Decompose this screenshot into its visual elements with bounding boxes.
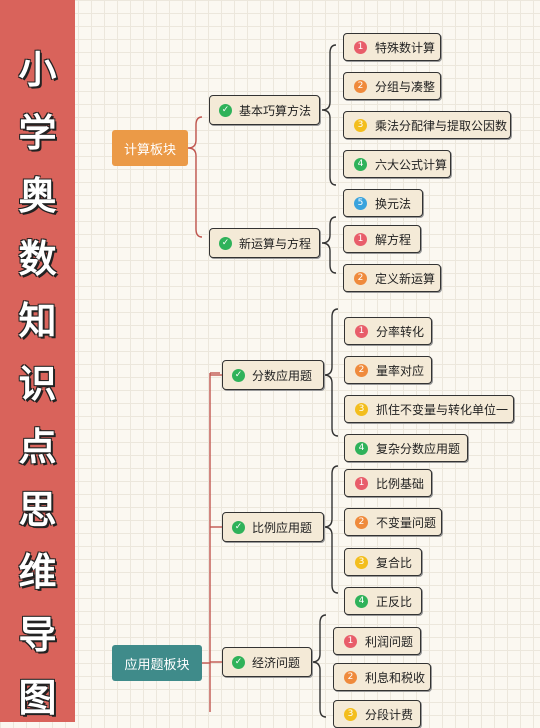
leaf-label: 六大公式计算: [375, 157, 448, 172]
leaf-label: 比例基础: [376, 476, 425, 491]
branch-label: 比例应用题: [252, 520, 313, 535]
number-badge-icon: 3: [355, 402, 368, 416]
leaf-node: 1 利润问题: [333, 627, 421, 655]
number-badge-icon: 1: [354, 40, 367, 54]
leaf-label: 分组与凑整: [375, 79, 436, 94]
number-badge-icon: 2: [344, 670, 357, 684]
leaf-node: 3 分段计费: [333, 700, 421, 728]
leaf-node: 5 换元法: [343, 189, 423, 217]
check-icon: ✓: [219, 103, 232, 117]
number-badge-icon: 1: [344, 634, 357, 648]
leaf-node: 2 量率对应: [344, 356, 432, 384]
leaf-label: 复杂分数应用题: [376, 441, 461, 456]
leaf-node: 3 乘法分配律与提取公因数: [343, 111, 511, 139]
sidebar-title: 小学奥数知识点思维导图: [0, 0, 75, 722]
sidebar-title-char: 数: [18, 236, 57, 281]
leaf-node: 1 特殊数计算: [343, 33, 441, 61]
branch-node: ✓ 新运算与方程: [209, 228, 320, 258]
branch-node: ✓ 分数应用题: [222, 360, 324, 390]
number-badge-icon: 4: [355, 594, 368, 608]
leaf-label: 利润问题: [365, 634, 414, 649]
sidebar-title-char: 识: [18, 362, 57, 407]
root-brace: [187, 116, 203, 238]
sidebar-title-char: 学: [18, 111, 57, 156]
leaf-node: 3 复合比: [344, 548, 422, 576]
branch-brace: [323, 465, 339, 594]
number-badge-icon: 3: [354, 118, 367, 132]
branch-label: 分数应用题: [252, 368, 313, 383]
number-badge-icon: 3: [355, 555, 368, 569]
leaf-node: 3 抓住不变量与转化单位一: [344, 395, 514, 423]
number-badge-icon: 4: [354, 157, 367, 171]
branch-brace: [311, 614, 327, 718]
leaf-label: 解方程: [375, 232, 412, 247]
leaf-label: 特殊数计算: [375, 40, 436, 55]
branch-label: 经济问题: [252, 655, 301, 670]
branch-node: ✓ 经济问题: [222, 647, 312, 677]
leaf-node: 2 不变量问题: [344, 508, 442, 536]
leaf-label: 复合比: [376, 555, 413, 570]
leaf-label: 乘法分配律与提取公因数: [375, 118, 508, 133]
leaf-node: 1 解方程: [343, 225, 421, 253]
leaf-label: 抓住不变量与转化单位一: [376, 402, 509, 417]
leaf-label: 正反比: [376, 594, 413, 609]
check-icon: ✓: [219, 236, 232, 250]
number-badge-icon: 1: [355, 324, 368, 338]
leaf-label: 量率对应: [376, 363, 425, 378]
sidebar-title-char: 知: [18, 299, 57, 344]
branch-brace: [321, 44, 337, 186]
sidebar-title-char: 小: [18, 48, 57, 93]
leaf-label: 分段计费: [365, 707, 414, 722]
number-badge-icon: 3: [344, 707, 357, 721]
sidebar-title-char: 思: [18, 487, 57, 532]
number-badge-icon: 2: [355, 363, 368, 377]
check-icon: ✓: [232, 368, 245, 382]
leaf-node: 2 分组与凑整: [343, 72, 441, 100]
root-topic: 计算板块: [112, 130, 188, 166]
number-badge-icon: 4: [355, 441, 368, 455]
sidebar-title-char: 维: [18, 550, 57, 595]
leaf-label: 利息和税收: [365, 670, 426, 685]
number-badge-icon: 1: [354, 232, 367, 246]
number-badge-icon: 5: [354, 196, 367, 210]
leaf-label: 分率转化: [376, 324, 425, 339]
leaf-node: 4 六大公式计算: [343, 150, 451, 178]
leaf-label: 换元法: [375, 196, 412, 211]
root-topic: 应用题板块: [112, 645, 202, 681]
branch-brace: [321, 216, 337, 274]
check-icon: ✓: [232, 655, 245, 669]
number-badge-icon: 2: [354, 79, 367, 93]
leaf-node: 2 利息和税收: [333, 663, 431, 691]
branch-label: 新运算与方程: [239, 236, 312, 251]
number-badge-icon: 2: [355, 515, 368, 529]
leaf-node: 1 比例基础: [344, 469, 432, 497]
sidebar-title-char: 点: [18, 424, 57, 469]
number-badge-icon: 1: [355, 476, 368, 490]
leaf-node: 4 复杂分数应用题: [344, 434, 468, 462]
branch-label: 基本巧算方法: [239, 103, 312, 118]
sidebar-title-char: 图: [18, 675, 57, 720]
leaf-node: 2 定义新运算: [343, 264, 441, 292]
number-badge-icon: 2: [354, 271, 367, 285]
branch-node: ✓ 比例应用题: [222, 512, 324, 542]
sidebar-title-char: 奥: [18, 173, 57, 218]
branch-node: ✓ 基本巧算方法: [209, 95, 320, 125]
check-icon: ✓: [232, 520, 245, 534]
branch-brace: [323, 308, 339, 437]
leaf-label: 定义新运算: [375, 271, 436, 286]
leaf-node: 4 正反比: [344, 587, 422, 615]
leaf-node: 1 分率转化: [344, 317, 432, 345]
leaf-label: 不变量问题: [376, 515, 437, 530]
sidebar-title-char: 导: [18, 612, 57, 657]
